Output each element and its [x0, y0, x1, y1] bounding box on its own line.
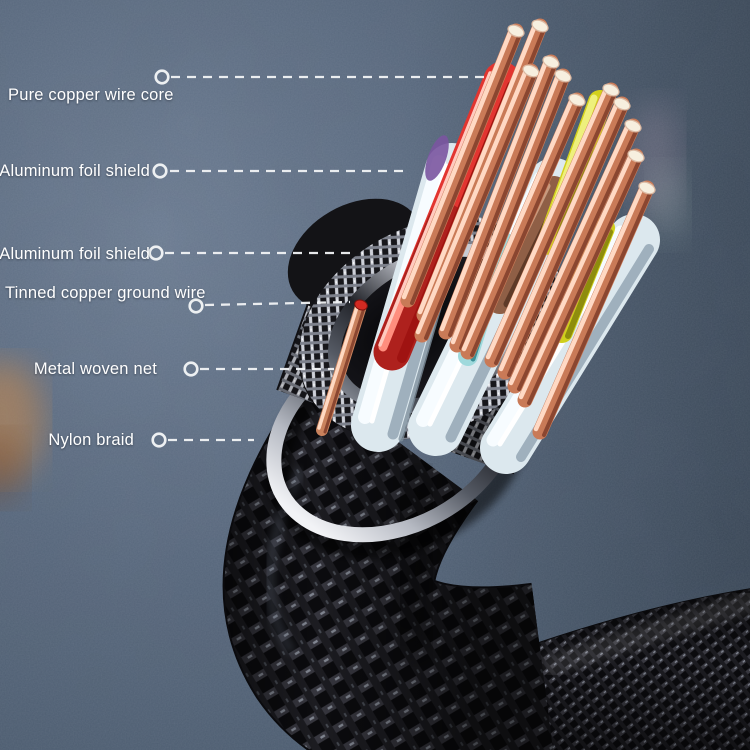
marker-circle-pure-copper-wire-core [154, 69, 170, 85]
label-aluminum-foil-shield-1: Aluminum foil shield [0, 162, 150, 180]
marker-circle-tinned-copper-ground-wire [188, 298, 204, 314]
marker-circle-aluminum-foil-shield-1 [152, 163, 168, 179]
copper-wires [400, 18, 656, 440]
marker-circle-metal-woven-net [183, 361, 199, 377]
leader-line-tinned-copper-ground-wire [204, 300, 351, 307]
marker-circle-nylon-braid [151, 432, 167, 448]
ground-wire [316, 299, 368, 436]
label-metal-woven-net: Metal woven net [33, 360, 157, 378]
ground-wire-tip [354, 299, 368, 311]
label-nylon-braid: Nylon braid [48, 431, 134, 449]
nylon-braid-bend [223, 374, 553, 750]
cable [223, 18, 750, 750]
label-pure-copper-wire-core: Pure copper wire core [8, 86, 174, 104]
leader-markers [148, 69, 204, 448]
label-aluminum-foil-shield-2: Aluminum foil shield [0, 245, 150, 263]
marker-circle-aluminum-foil-shield-2 [148, 245, 164, 261]
nylon-braid-right-run [488, 588, 750, 750]
inner-wires [351, 18, 660, 474]
purple-core-top [425, 135, 449, 181]
leader-lines [165, 75, 488, 442]
label-tinned-copper-ground-wire: Tinned copper ground wire [5, 284, 206, 302]
